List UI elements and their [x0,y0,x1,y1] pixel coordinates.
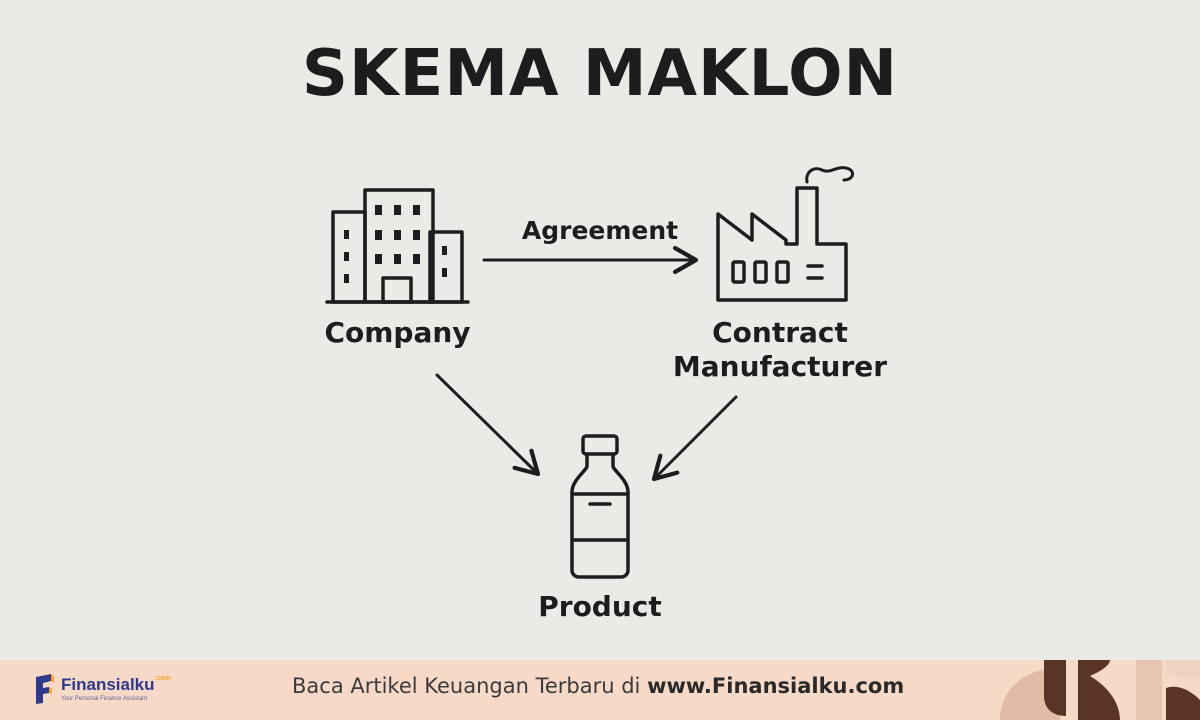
finansialku-logo-icon [36,674,54,704]
maklon-diagram [325,166,854,579]
footer-promo-text[interactable]: Baca Artikel Keuangan Terbaru di www.Fin… [292,674,904,698]
agreement-label: Agreement [521,216,679,245]
manufacturer-label: Contract Manufacturer [650,316,910,384]
company-label: Company [324,316,471,349]
company-to-product-arrow [435,373,541,477]
footer-link-url[interactable]: www.Finansialku.com [647,674,905,698]
brand-tagline: Your Personal Finance Assistant [61,696,148,702]
product-label: Product [538,590,662,623]
page-title: SKEMA MAKLON [301,37,899,111]
bottle-icon [570,434,630,579]
footer-link-prefix: Baca Artikel Keuangan Terbaru di [292,674,641,698]
brand-name-suffix: .com [154,675,171,682]
manufacturer-label-line1: Contract [712,316,848,349]
office-building-icon [325,188,470,304]
footer-banner: Finansialku.com Your Personal Finance As… [0,660,1200,720]
brand-name: Finansialku.com [61,675,171,695]
manufacturer-to-product-arrow [651,395,738,482]
brand-name-text: Finansialku [61,675,155,694]
footer-decoration [960,660,1200,720]
brand-logo-block[interactable]: Finansialku.com Your Personal Finance As… [34,672,204,708]
manufacturer-label-line2: Manufacturer [672,350,888,383]
factory-icon [716,166,854,302]
